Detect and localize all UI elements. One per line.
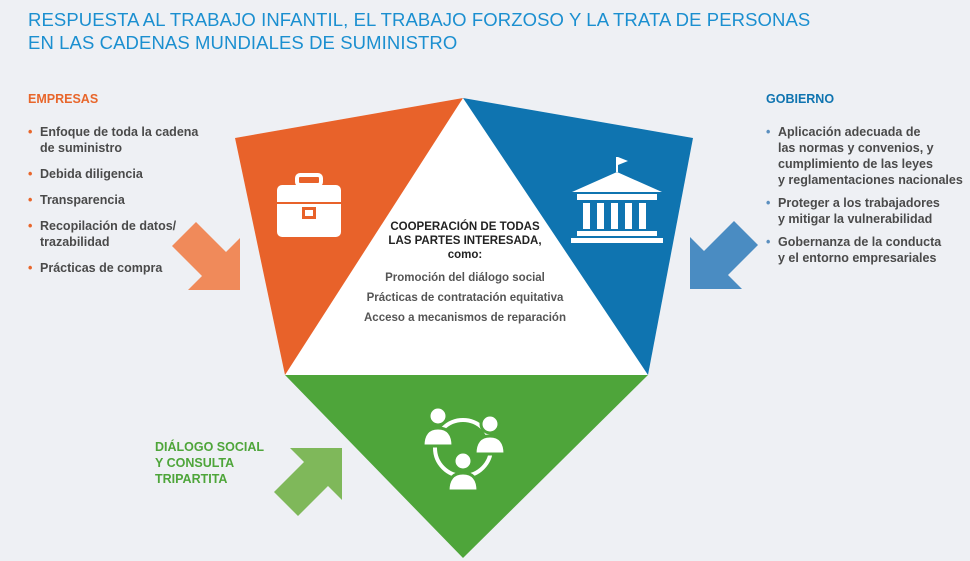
dialogo-label: DIÁLOGO SOCIAL Y CONSULTA TRIPARTITA: [155, 440, 265, 486]
bullet-dot: •: [28, 167, 33, 181]
center-heading: COOPERACIÓN DE TODAS LAS PARTES INTERESA…: [388, 221, 542, 261]
center-item: Promoción del diálogo social: [385, 272, 545, 284]
people-circle-icon: [421, 405, 507, 493]
gobierno-label: GOBIERNO: [766, 92, 835, 106]
empresas-arrow: [172, 222, 240, 290]
title-line-1: RESPUESTA AL TRABAJO INFANTIL, EL TRABAJ…: [28, 9, 811, 30]
bullet-dot: •: [766, 235, 771, 249]
list-item: •Aplicación adecuada de las normas y con…: [766, 125, 963, 187]
empresas-label: EMPRESAS: [28, 92, 99, 106]
bullet-dot: •: [28, 193, 33, 207]
bullet-dot: •: [28, 219, 33, 233]
empresas-list: •Enfoque de toda la cadena de suministro…: [28, 124, 218, 286]
government-building-icon: [571, 157, 663, 243]
list-item: •Gobernanza de la conducta y el entorno …: [766, 235, 942, 265]
briefcase-icon: [277, 173, 341, 237]
bullet-dot: •: [28, 261, 33, 275]
center-item: Prácticas de contratación equitativa: [366, 292, 564, 304]
empresas-triangle: [235, 98, 463, 375]
center-item: Acceso a mecanismos de reparación: [364, 312, 566, 324]
bullet-dot: •: [28, 125, 33, 139]
page-title: RESPUESTA AL TRABAJO INFANTIL, EL TRABAJ…: [28, 8, 810, 54]
title-line-2: EN LAS CADENAS MUNDIALES DE SUMINISTRO: [28, 32, 458, 53]
list-item: •Prácticas de compra: [28, 261, 163, 275]
bullet-dot: •: [766, 196, 771, 210]
list-item: •Recopilación de datos/ trazabilidad: [28, 219, 177, 249]
gobierno-arrow: [690, 221, 758, 289]
list-item: •Proteger a los trabajadores y mitigar l…: [766, 196, 940, 226]
gobierno-list: •Aplicación adecuada de las normas y con…: [766, 124, 966, 273]
gobierno-triangle: [463, 98, 693, 375]
list-item: •Enfoque de toda la cadena de suministro: [28, 125, 199, 155]
bullet-dot: •: [766, 125, 771, 139]
dialogo-arrow: [274, 448, 342, 516]
list-item: •Transparencia: [28, 193, 125, 207]
list-item: •Debida diligencia: [28, 167, 143, 181]
center-text: COOPERACIÓN DE TODAS LAS PARTES INTERESA…: [340, 220, 590, 324]
